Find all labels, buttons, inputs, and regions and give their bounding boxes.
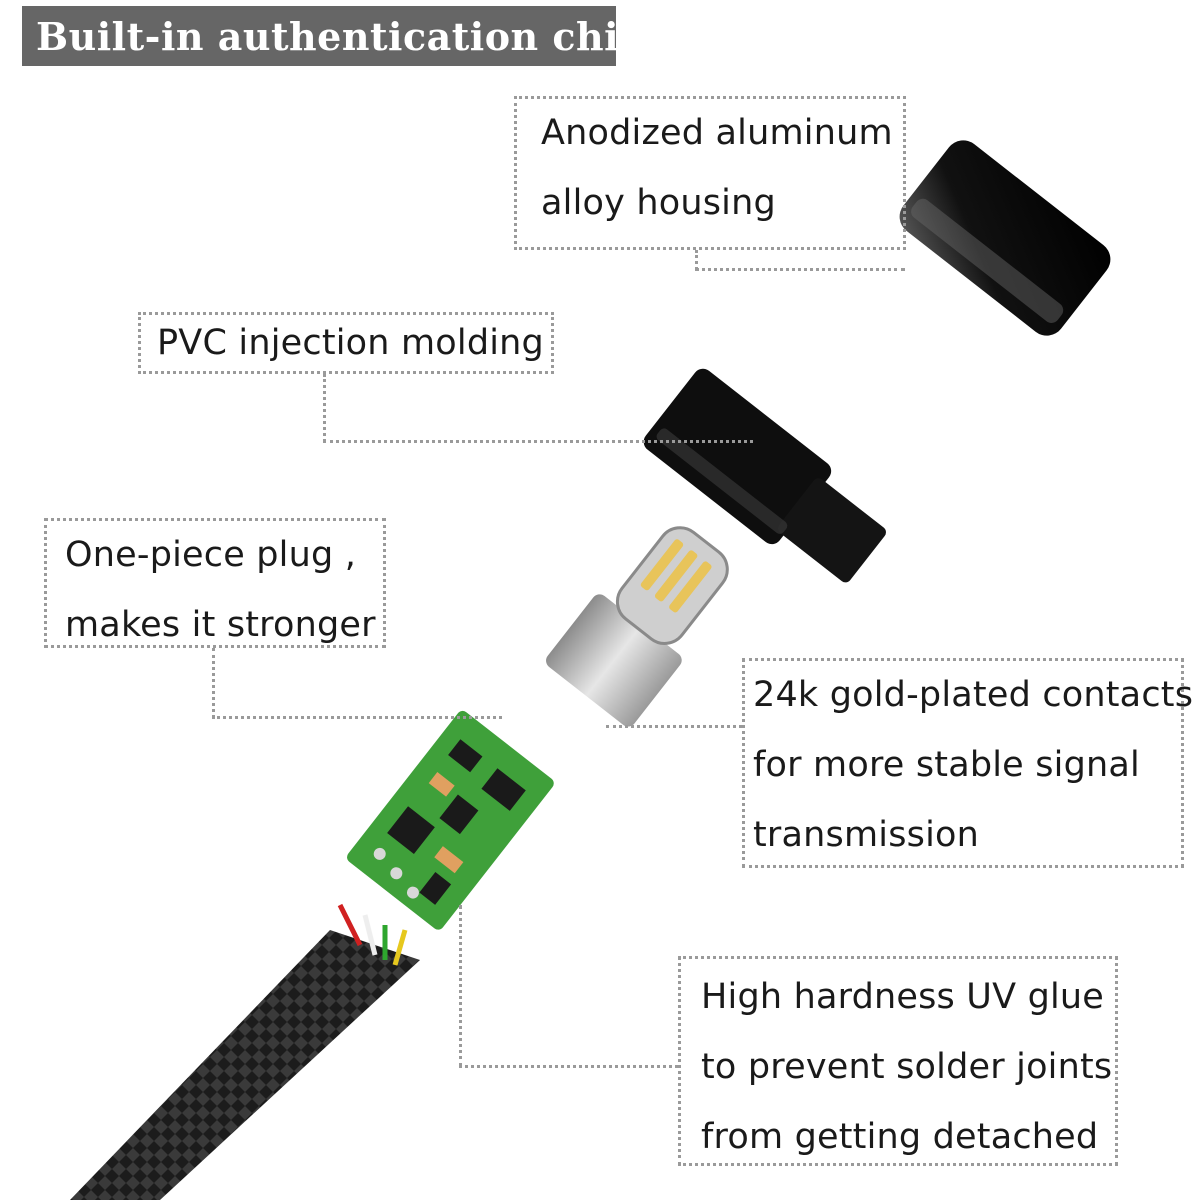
pcb-chip-icon [347,710,554,930]
callout-contacts-line-2: for more stable signal [753,745,1140,785]
callout-contacts-line-1: 24k gold-plated contacts [753,675,1194,715]
title-banner: Built-in authentication chip [22,6,646,66]
leader-glue [459,905,462,1067]
callout-glue-line-1: High hardness UV glue [701,977,1105,1017]
callout-housing-line-2: alloy housing [541,183,776,223]
leader-plug [212,648,215,718]
leader-housing [695,250,698,270]
lightning-connector-icon [546,526,729,727]
callout-glue-line-2: to prevent solder joints [701,1047,1113,1087]
leader-glue-h [459,1065,678,1068]
aluminum-housing-icon [899,140,1111,336]
pvc-molding-icon [643,368,886,583]
callout-glue: High hardness UV glue to prevent solder … [678,956,1118,1166]
callout-plug: One-piece plug , makes it stronger [44,518,386,648]
callout-plug-line-1: One-piece plug , [65,535,357,575]
callout-plug-line-2: makes it stronger [65,605,376,645]
callout-glue-line-3: from getting detached [701,1117,1099,1157]
leader-pvc [323,374,326,442]
leader-housing-h [695,268,905,271]
leader-plug-h [212,716,502,719]
braided-cable-icon [70,903,420,1200]
callout-housing-line-1: Anodized aluminum [541,113,893,153]
leader-contacts [606,725,742,728]
callout-housing: Anodized aluminum alloy housing [514,96,906,250]
page-title: Built-in authentication chip [36,14,647,59]
callout-contacts-line-3: transmission [753,815,979,855]
leader-pvc-h [323,440,753,443]
callout-pvc-line-1: PVC injection molding [157,323,544,363]
callout-contacts: 24k gold-plated contacts for more stable… [742,658,1193,868]
callout-pvc: PVC injection molding [138,312,554,374]
